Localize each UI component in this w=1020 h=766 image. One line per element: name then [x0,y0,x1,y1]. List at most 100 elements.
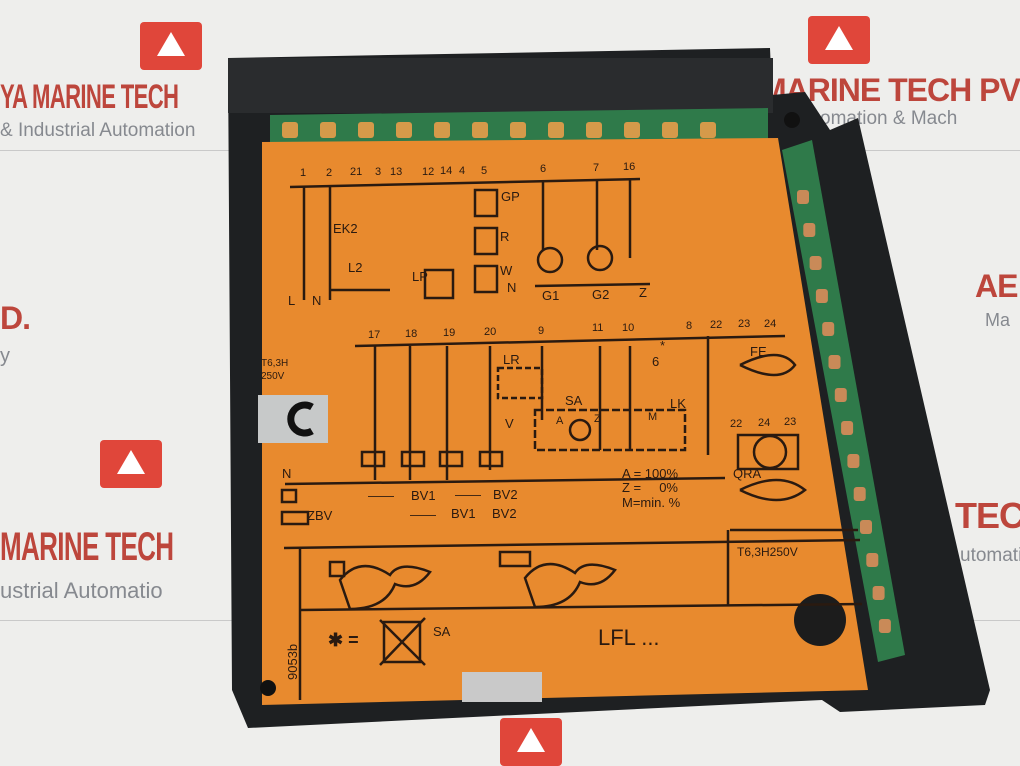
wiring-diagram [280,177,863,700]
terminal-label: 21 [350,166,362,178]
fuse-label: 250V [261,371,285,382]
label-l: L [288,293,295,308]
pcb-pin [396,122,412,138]
terminal-label: 22 [730,418,742,430]
watermark-text: AE [975,268,1018,304]
terminal-label: 24 [758,417,770,429]
pcb-pin [624,122,640,138]
terminal-label: 23 [738,318,750,330]
housing-top-ribs [228,58,773,113]
terminal-label: 22 [710,319,722,331]
valve-label: BV2 [492,506,517,521]
terminal-label: 13 [390,166,402,178]
label-z: Z [639,285,647,300]
terminal-label: 12 [422,166,434,178]
watermark-text: utomati [960,545,1020,566]
label-m: M [648,411,657,423]
watermark-text: TECH [955,495,1020,536]
sa-note-star: ✱ = [328,630,359,650]
pcb-pin [841,421,854,435]
terminal-label: 7 [593,162,599,174]
label-n: N [282,466,291,481]
fuse-holder-knob[interactable] [794,594,846,646]
legend-line: Z = 0% [622,480,678,495]
terminal-label: 18 [405,328,417,340]
top-terminal-labels: 1 2 21 3 13 12 14 4 5 6 7 16 [300,161,635,179]
watermark-text: MARINE TECH [0,525,174,569]
pcb-pin [662,122,678,138]
label-g2: G2 [592,287,609,302]
terminal-label: 10 [622,322,634,334]
mid-component-labels: LR 6 * FE SA LK V A Z M QRA N 22 24 23 [282,338,796,481]
pcb-pin [700,122,716,138]
terminal-label: 3 [375,166,381,178]
terminal-label: 4 [459,165,465,177]
fuse-symbol-label: T6,3H 250V [261,358,288,382]
label-v: V [505,416,514,431]
pcb-pin [828,355,841,369]
terminal-label: 24 [764,318,776,330]
terminal-label: 11 [592,322,603,334]
pcb-pin [282,122,298,138]
watermark-text: D. [0,300,31,336]
pcb-pin [822,322,835,336]
label-lp: LP [412,269,428,284]
pcb-pin [434,122,450,138]
orange-plate [262,138,868,705]
label-qra: QRA [733,466,762,481]
terminal-label: 19 [443,327,455,339]
terminal-label: 9 [538,325,544,337]
valve-label: ZBV [307,508,333,523]
terminal-label: 16 [623,161,635,173]
label-lk: LK [670,396,686,411]
fuse-label: T6,3H [261,358,288,369]
watermark-text: YA MARINE TECH [0,78,179,116]
legend-line: M=min. % [622,495,681,510]
pcb-pin [866,553,879,567]
terminal-label: 8 [686,320,692,332]
mid-terminal-labels: 17 18 19 20 9 11 10 8 22 23 24 [368,318,776,341]
label-n: N [312,293,321,308]
valve-labels: —— BV1 —— BV2 ZBV —— BV1 BV2 [307,487,518,523]
valve-label: BV1 [451,506,476,521]
legend-line: A = 100% [622,466,678,481]
position-legend: A = 100% Z = 0% M=min. % [622,466,681,510]
label-n: N [507,280,516,295]
terminal-label: 17 [368,329,380,341]
screw-hole [784,112,800,128]
label-ek2: EK2 [333,221,358,236]
pcb-pin [797,190,809,204]
sa-note-label: SA [433,624,451,639]
top-pcb-pins [282,122,716,138]
label-star: * [660,338,665,353]
label-l2: L2 [348,260,362,275]
label-g1: G1 [542,288,559,303]
watermark-logo [140,22,202,70]
pcb-pin [815,289,828,303]
pcb-pin [872,586,885,600]
valve-label: —— [368,488,394,503]
pcb-pin [853,487,866,501]
clip-ring [287,401,314,437]
terminal-label: 5 [481,165,487,177]
label-sa: SA [565,393,583,408]
label-a: A [556,415,564,427]
watermark-logo [100,440,162,488]
watermark-text: Ma [985,310,1011,330]
top-component-labels: GP R W EK2 L2 LP N G1 G2 Z L N [288,189,647,308]
terminal-label: 14 [440,165,452,177]
label-fe: FE [750,344,767,359]
screw-hole [260,680,276,696]
fuse-rating: T6,3H250V [737,545,798,559]
terminal-label: 20 [484,326,496,338]
watermark-text: ustrial Automatio [0,578,163,603]
watermark-logo [808,16,870,64]
label-z: Z [594,413,601,425]
valve-label: —— [455,487,481,502]
pcb-pin [878,619,891,633]
plate-code: 9053b [285,644,300,680]
terminal-label: 23 [784,416,796,428]
release-tab[interactable] [462,672,542,702]
valve-label: —— [410,507,436,522]
pcb-pin [358,122,374,138]
